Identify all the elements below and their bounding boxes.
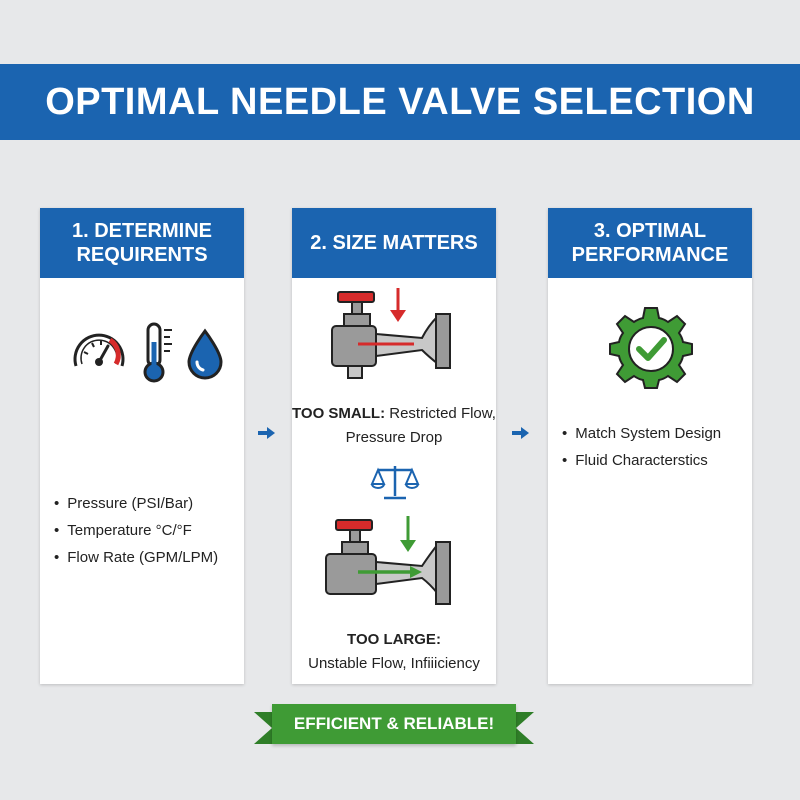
thermometer-icon bbox=[143, 322, 172, 383]
balance-scale-icon bbox=[370, 466, 420, 500]
step-header-line: 3. OPTIMAL bbox=[593, 220, 707, 242]
title-banner: OPTIMAL NEEDLE VALVE SELECTION bbox=[0, 64, 800, 140]
too-small-label: TOO SMALL: bbox=[292, 405, 386, 422]
step-header-line: REQUIRENTS bbox=[76, 244, 208, 266]
list-item: Temperature °C/°F bbox=[54, 517, 218, 544]
step-card-performance: 3. OPTIMAL PERFORMANCE Match System Desi… bbox=[548, 208, 752, 684]
pressure-gauge-icon bbox=[73, 333, 125, 367]
too-small-caption: TOO SMALL: Restricted Flow, Pressure Dro… bbox=[292, 402, 496, 450]
too-small-text: Restricted Flow, bbox=[389, 405, 496, 422]
valve-restricted-icon bbox=[331, 288, 451, 379]
step-card-size: 2. SIZE MATTERS TOO SMALL: Restricted Fl… bbox=[292, 208, 496, 684]
list-item: Match System Design bbox=[562, 420, 721, 447]
water-drop-icon bbox=[187, 328, 223, 380]
step-header: 2. SIZE MATTERS bbox=[292, 208, 496, 278]
list-item: Flow Rate (GPM/LPM) bbox=[54, 544, 218, 571]
too-small-text: Pressure Drop bbox=[345, 429, 443, 446]
step-header-line: 2. SIZE MATTERS bbox=[310, 232, 478, 254]
step-header: 3. OPTIMAL PERFORMANCE bbox=[548, 208, 752, 278]
too-large-caption: TOO LARGE: Unstable Flow, Infiiiciency bbox=[292, 628, 496, 676]
page-title: OPTIMAL NEEDLE VALVE SELECTION bbox=[45, 80, 755, 123]
step-header-line: PERFORMANCE bbox=[571, 244, 729, 266]
requirements-list: Pressure (PSI/Bar) Temperature °C/°F Flo… bbox=[54, 490, 218, 571]
performance-list: Match System Design Fluid Characterstics bbox=[562, 420, 721, 474]
list-item: Fluid Characterstics bbox=[562, 447, 721, 474]
arrow-right-icon bbox=[512, 427, 529, 439]
arrow-right-icon bbox=[258, 427, 275, 439]
ribbon-text: EFFICIENT & RELIABLE! bbox=[293, 714, 495, 733]
step-card-requirements: 1. DETERMINE REQUIRENTS Pressure (PSI/Ba… bbox=[40, 208, 244, 684]
step-header-line: 1. DETERMINE bbox=[71, 220, 213, 242]
gear-check-icon bbox=[609, 307, 693, 389]
ribbon-tail bbox=[254, 712, 272, 744]
list-item: Pressure (PSI/Bar) bbox=[54, 490, 218, 517]
step-header: 1. DETERMINE REQUIRENTS bbox=[40, 208, 244, 278]
valve-open-icon bbox=[325, 516, 451, 605]
too-large-label: TOO LARGE: bbox=[347, 631, 441, 648]
too-large-text: Unstable Flow, Infiiiciency bbox=[308, 655, 480, 672]
ribbon-tail bbox=[516, 712, 534, 744]
summary-ribbon: EFFICIENT & RELIABLE! bbox=[272, 704, 516, 744]
